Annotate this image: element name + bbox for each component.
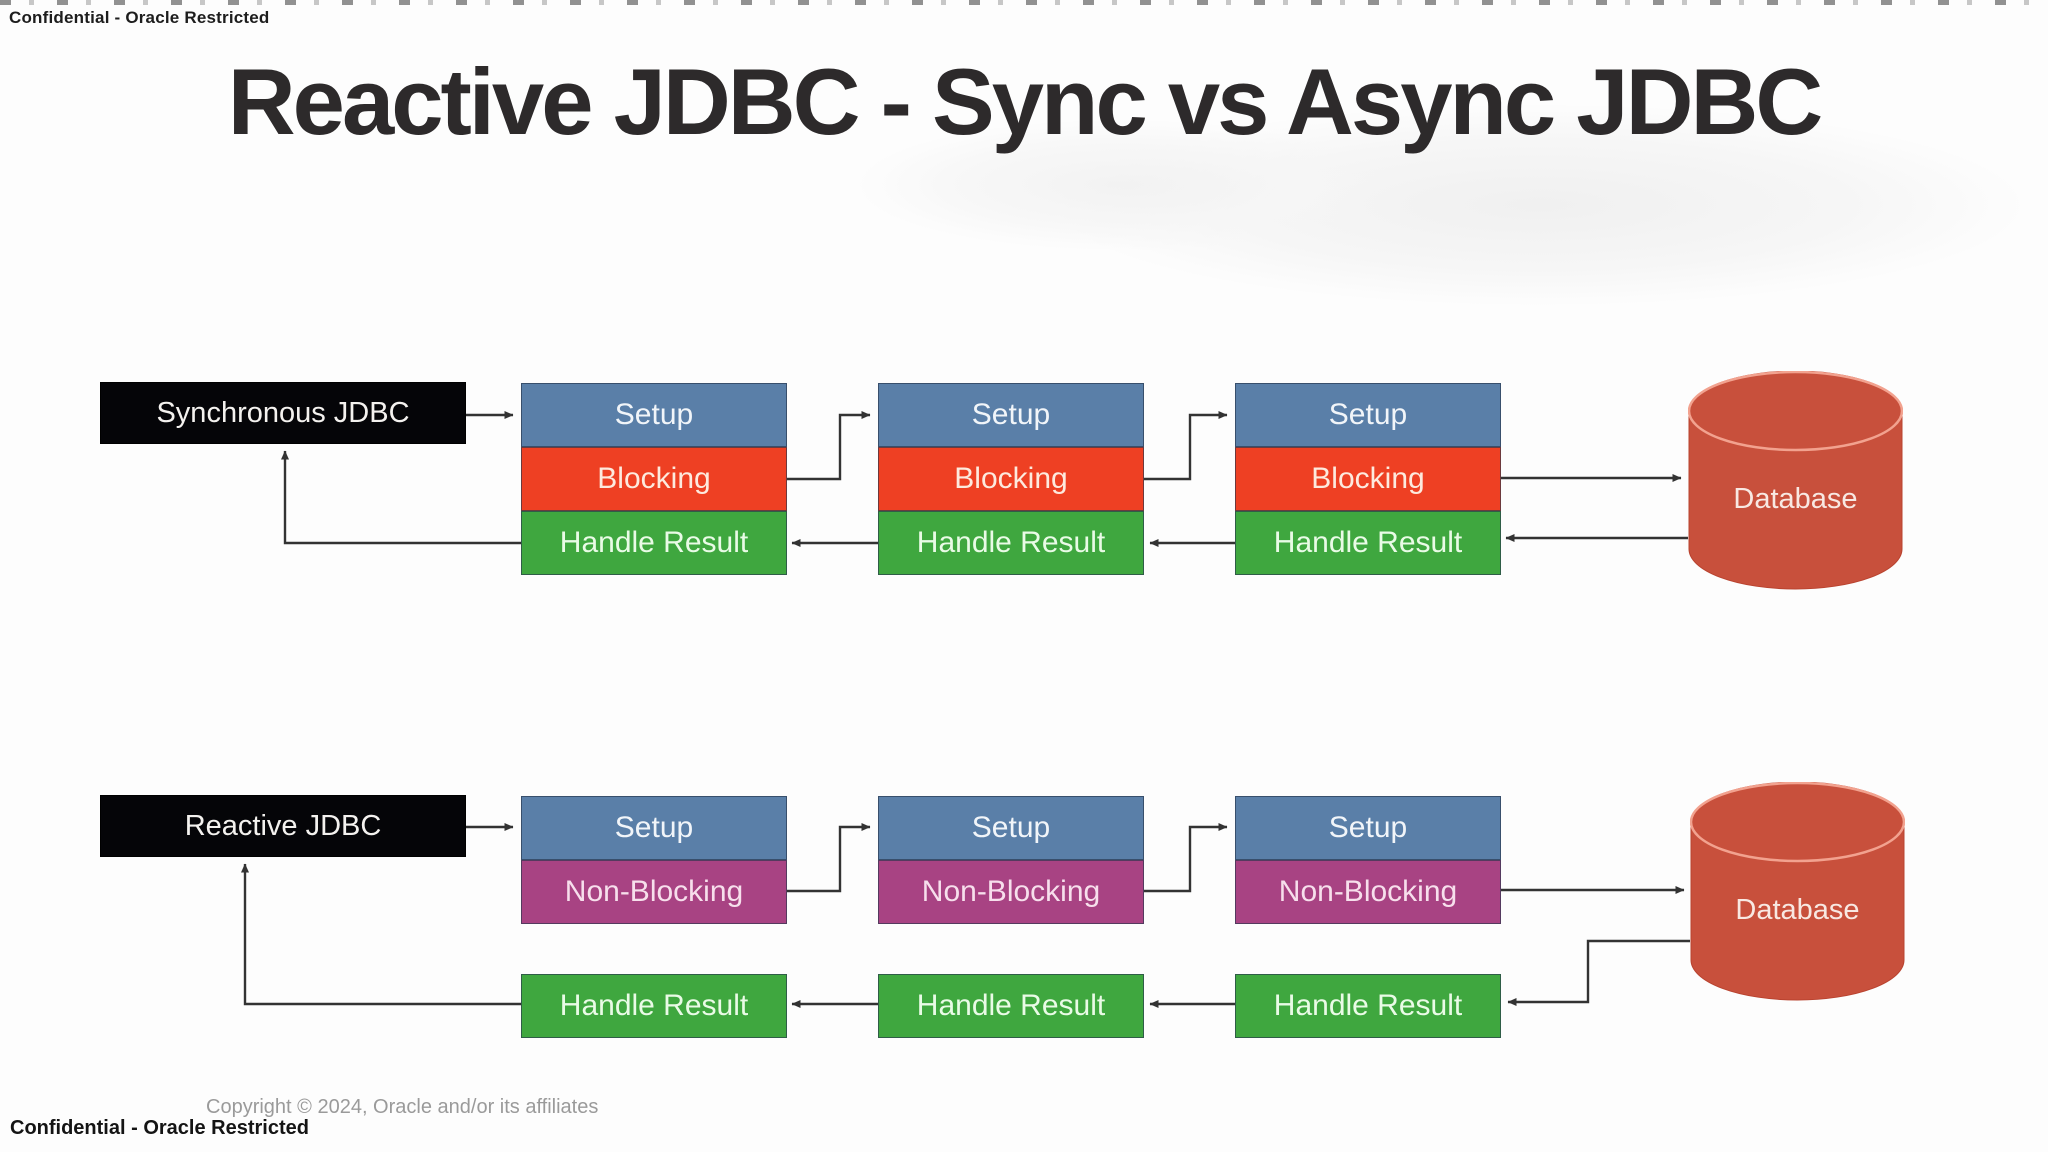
sync-setup-3: Setup [1235,383,1501,447]
sync-jdbc-label-box: Synchronous JDBC [100,382,466,444]
reactive-nonblocking-2: Non-Blocking [878,860,1144,924]
reactive-elbow-1-2 [787,823,871,893]
reactive-setup-1: Setup [521,796,787,860]
sync-return-arrow [281,450,521,545]
reactive-setup-2: Setup [878,796,1144,860]
sync-database-label: Database [1733,483,1858,515]
page-title: Reactive JDBC - Sync vs Async JDBC [227,49,1823,154]
sync-database-cylinder: Database [1687,370,1904,590]
reactive-return-arrow [241,863,521,1006]
sync-blocking-1: Blocking [521,447,787,511]
reactive-database-label: Database [1735,894,1860,926]
reactive-result-3: Handle Result [1235,974,1501,1038]
reactive-database-cylinder: Database [1689,781,1906,1001]
reactive-stack-1: Setup Non-Blocking [521,796,787,924]
sync-blocking-2: Blocking [878,447,1144,511]
sync-setup-1: Setup [521,383,787,447]
database-icon [1689,781,1906,1001]
reactive-stack-3: Setup Non-Blocking [1235,796,1501,924]
sync-result-2: Handle Result [878,511,1144,575]
sync-elbow-1-2 [787,411,871,481]
database-icon [1687,370,1904,590]
sync-result-1: Handle Result [521,511,787,575]
sync-elbow-2-3 [1144,411,1228,481]
reactive-stack-2: Setup Non-Blocking [878,796,1144,924]
reactive-nonblocking-3: Non-Blocking [1235,860,1501,924]
reactive-setup-3: Setup [1235,796,1501,860]
sync-stack-2: Setup Blocking Handle Result [878,383,1144,575]
reactive-result-2: Handle Result [878,974,1144,1038]
sync-stack-1: Setup Blocking Handle Result [521,383,787,575]
sync-stack-3: Setup Blocking Handle Result [1235,383,1501,575]
reactive-nonblocking-1: Non-Blocking [521,860,787,924]
sync-blocking-3: Blocking [1235,447,1501,511]
copyright-text: Copyright © 2024, Oracle and/or its affi… [206,1096,599,1118]
classification-top: Confidential - Oracle Restricted [9,8,270,27]
sync-setup-2: Setup [878,383,1144,447]
top-edge-artifacts [0,0,2048,5]
reactive-elbow-2-3 [1144,823,1228,893]
reactive-from-database-arrow [1507,939,1690,1006]
reactive-result-1: Handle Result [521,974,787,1038]
sync-result-3: Handle Result [1235,511,1501,575]
classification-bottom: Confidential - Oracle Restricted [10,1117,309,1139]
reactive-jdbc-label-box: Reactive JDBC [100,795,466,857]
